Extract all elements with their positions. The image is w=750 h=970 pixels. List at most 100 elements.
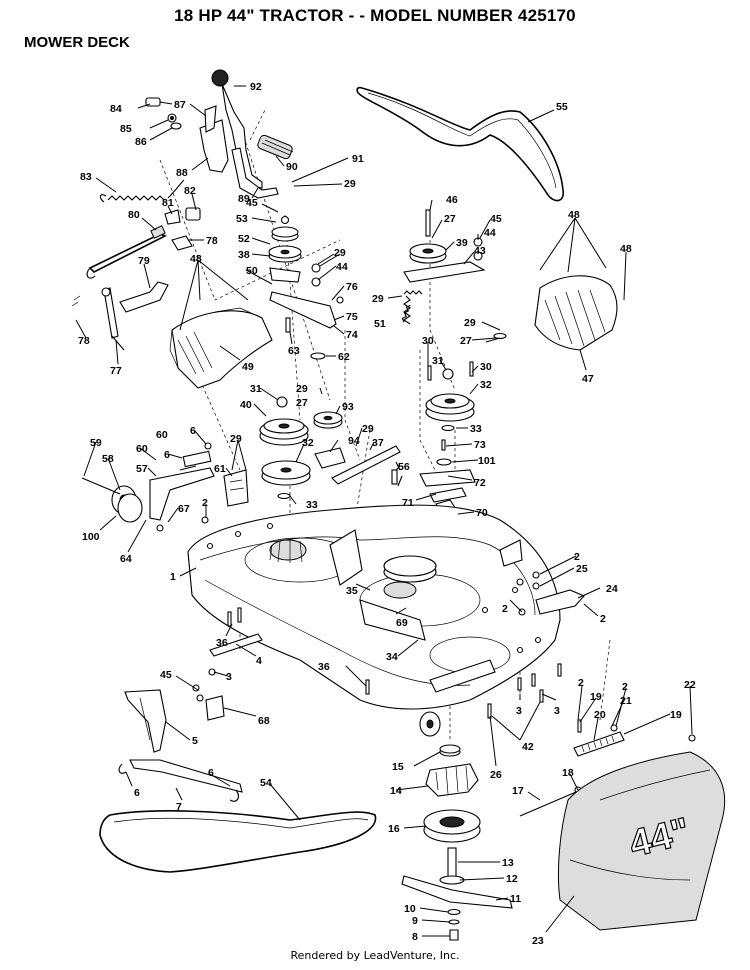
callout-27a: 27 <box>444 213 456 225</box>
callout-2c: 2 <box>502 603 508 615</box>
callout-101: 101 <box>478 455 496 467</box>
callout-6a: 6 <box>190 425 196 437</box>
belt-guide-parts <box>314 445 403 487</box>
callout-78a: 78 <box>206 235 218 247</box>
callout-6b: 6 <box>164 449 170 461</box>
callout-33b: 33 <box>306 499 318 511</box>
lift-handle-assembly <box>199 69 294 199</box>
deck-screws <box>487 663 562 719</box>
left-deck-hanger-assembly <box>81 442 249 532</box>
callout-54: 54 <box>260 777 272 789</box>
callout-19b: 19 <box>670 709 682 721</box>
callout-22: 22 <box>684 679 696 691</box>
callout-93: 93 <box>342 401 354 413</box>
callout-16: 16 <box>388 823 400 835</box>
callout-3b: 3 <box>516 705 522 717</box>
callout-7: 7 <box>176 801 182 813</box>
callout-80: 80 <box>128 209 140 221</box>
mower-deck-1 <box>187 504 561 710</box>
callout-58: 58 <box>102 453 114 465</box>
callout-52: 52 <box>238 233 250 245</box>
callout-13: 13 <box>502 857 514 869</box>
footer-credit: Rendered by LeadVenture, Inc. <box>290 949 460 962</box>
callout-78b: 78 <box>78 335 90 347</box>
callout-45a: 45 <box>246 197 258 209</box>
callout-30a: 30 <box>422 335 434 347</box>
callout-29b: 29 <box>334 247 346 259</box>
callout-40: 40 <box>240 399 252 411</box>
callout-61: 61 <box>214 463 226 475</box>
callout-53: 53 <box>236 213 248 225</box>
callout-33a: 33 <box>470 423 482 435</box>
callout-51: 51 <box>374 318 386 330</box>
callout-82: 82 <box>184 185 196 197</box>
callout-83: 83 <box>80 171 92 183</box>
callout-90: 90 <box>286 161 298 173</box>
callout-72: 72 <box>474 477 486 489</box>
callout-64: 64 <box>120 553 132 565</box>
callout-63: 63 <box>288 345 300 357</box>
callout-42: 42 <box>522 741 534 753</box>
deck-wheel <box>419 711 441 737</box>
right-spindle-pulley <box>425 332 507 432</box>
left-belt-cover-49 <box>169 307 273 389</box>
callout-48b: 48 <box>620 243 632 255</box>
callout-25: 25 <box>576 563 588 575</box>
callout-4: 4 <box>256 655 262 667</box>
callout-57: 57 <box>136 463 148 475</box>
right-idler-arm-43 <box>401 209 486 323</box>
callout-27b: 27 <box>460 335 472 347</box>
callout-47: 47 <box>582 373 594 385</box>
callout-29d: 29 <box>464 317 476 329</box>
callout-29c: 29 <box>372 293 384 305</box>
callout-35: 35 <box>346 585 358 597</box>
left-spindle-pulleys <box>259 396 343 500</box>
callout-76: 76 <box>346 281 358 293</box>
callout-1: 1 <box>170 571 176 583</box>
callout-29f: 29 <box>362 423 374 435</box>
callout-8: 8 <box>412 931 418 943</box>
callout-44b: 44 <box>336 261 348 273</box>
callout-23: 23 <box>532 935 544 947</box>
spindle-assembly <box>401 744 513 941</box>
callout-62: 62 <box>338 351 350 363</box>
callout-36b: 36 <box>318 661 330 673</box>
front-bracket-5 <box>124 684 225 753</box>
callout-81: 81 <box>162 197 174 209</box>
callout-2e: 2 <box>578 677 584 689</box>
callout-32b: 32 <box>302 437 314 449</box>
callout-45b: 45 <box>490 213 502 225</box>
callout-14: 14 <box>390 785 402 797</box>
leader-lines <box>75 85 693 937</box>
callout-73: 73 <box>474 439 486 451</box>
callout-68: 68 <box>258 715 270 727</box>
front-hanger-4 <box>208 607 370 695</box>
lift-arms <box>71 281 169 351</box>
callout-77: 77 <box>110 365 122 377</box>
callout-6c: 6 <box>208 767 214 779</box>
callout-17: 17 <box>512 785 524 797</box>
callout-70: 70 <box>476 507 488 519</box>
callout-29e: 29 <box>296 383 308 395</box>
belt-55 <box>356 86 565 202</box>
callout-39: 39 <box>456 237 468 249</box>
deck-shield-23: 44" <box>557 751 726 931</box>
callout-84: 84 <box>110 103 122 115</box>
callout-100: 100 <box>82 531 100 543</box>
right-deck-brackets <box>516 571 585 616</box>
callout-56: 56 <box>398 461 410 473</box>
callout-2f: 2 <box>622 681 628 693</box>
callout-2b: 2 <box>574 551 580 563</box>
callout-50: 50 <box>246 265 258 277</box>
callout-94: 94 <box>348 435 360 447</box>
callout-21: 21 <box>620 695 632 707</box>
callout-71: 71 <box>402 497 414 509</box>
callout-60a: 60 <box>156 429 168 441</box>
front-link-7 <box>118 759 243 802</box>
callout-27c: 27 <box>296 397 308 409</box>
callout-85: 85 <box>120 123 132 135</box>
callout-24: 24 <box>606 583 618 595</box>
callout-34: 34 <box>386 651 398 663</box>
callout-75: 75 <box>346 311 358 323</box>
